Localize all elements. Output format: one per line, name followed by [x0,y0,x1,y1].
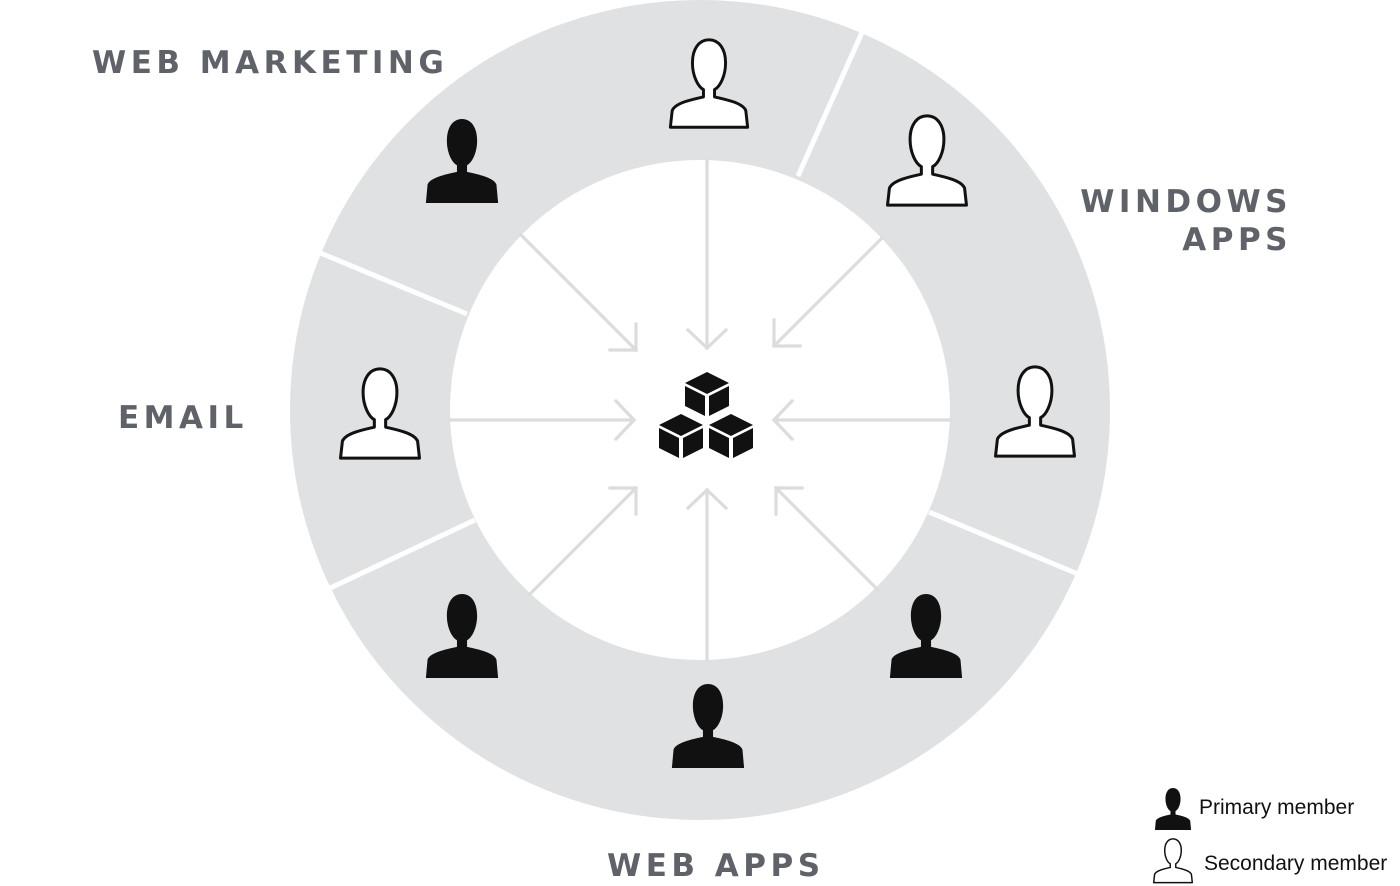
legend-primary-icon [1154,788,1192,830]
legend-primary-label: Primary member [1199,796,1355,819]
arrow-left [448,398,637,442]
legend-secondary-label: Secondary member [1204,852,1388,875]
group-label-windows-apps: WINDOWS APPS [1060,183,1292,259]
group-label-windows-apps-line2: APPS [1182,222,1292,258]
group-label-windows-apps-line1: WINDOWS [1080,184,1292,220]
divider-upper-left [317,249,468,317]
divider-lower-right [928,509,1079,577]
group-label-web-marketing: WEB MARKETING [92,45,449,81]
arrow-top-right [771,235,885,349]
ring-dividers [317,26,1079,593]
arrow-bottom-right [773,485,881,593]
arrow-top-left [518,232,639,353]
arrow-right [771,398,952,442]
legend-secondary-icon [1152,838,1194,884]
group-label-web-apps: WEB APPS [607,848,825,884]
arrow-bottom [685,487,729,662]
divider-top-right [795,26,867,178]
cubes-icon [659,372,753,458]
arrow-bottom-left [527,485,639,597]
arrow-top [685,158,729,351]
inbound-arrows [448,158,952,662]
divider-lower-left [324,517,477,593]
group-label-email: EMAIL [118,400,248,436]
